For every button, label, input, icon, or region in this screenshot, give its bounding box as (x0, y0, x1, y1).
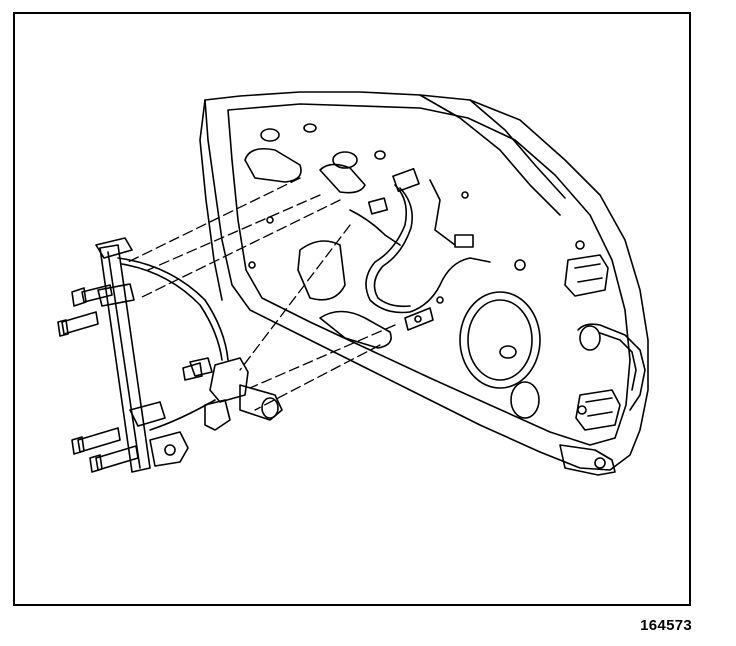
diagram-frame (13, 12, 691, 606)
figure-id-number: 164573 (640, 617, 692, 634)
mounting-bolts (57, 284, 434, 473)
projection-lines (127, 177, 396, 411)
window-regulator-assembly (95, 237, 283, 473)
door-inner-panel (199, 91, 649, 476)
